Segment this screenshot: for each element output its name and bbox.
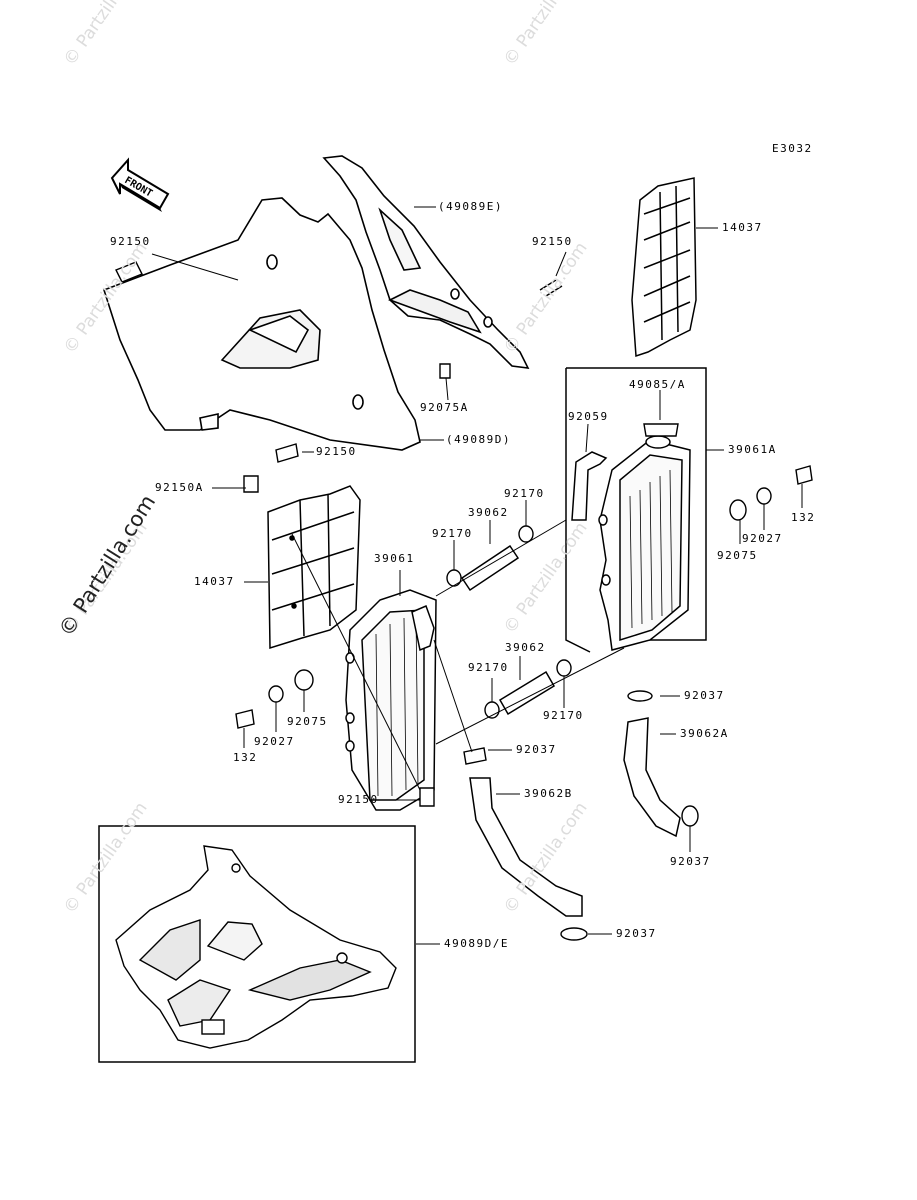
hose-92059 <box>571 451 608 521</box>
callout-132: 132 <box>791 511 816 524</box>
callout-92150: 92150 <box>532 235 573 248</box>
callout-14037: 14037 <box>194 575 235 588</box>
callout-92037: 92037 <box>670 855 711 868</box>
hose-39062-upper <box>460 544 520 592</box>
shroud-left-49089d <box>103 197 421 451</box>
callout-92150: 92150 <box>110 235 151 248</box>
callout-39062: 39062 <box>468 506 509 519</box>
callout-49089de: 49089D/E <box>444 937 509 950</box>
callout-14037: 14037 <box>722 221 763 234</box>
diagram-code: E3032 <box>772 142 813 155</box>
shroud-assembly-49089de <box>115 845 397 1049</box>
callout-92037: 92037 <box>684 689 725 702</box>
callout-132: 132 <box>233 751 258 764</box>
radiator-guard-left-14037 <box>267 485 361 650</box>
radiator-right-39061a <box>565 367 707 653</box>
radiator-left-39061 <box>345 589 437 811</box>
hose-39062a <box>623 717 681 838</box>
callout-92075: 92075 <box>717 549 758 562</box>
callout-39062b: 39062B <box>524 787 573 800</box>
callout-92150a: 92150A <box>155 481 204 494</box>
callout-92170: 92170 <box>504 487 545 500</box>
callout-92037: 92037 <box>616 927 657 940</box>
callout-92059: 92059 <box>568 410 609 423</box>
callout-49085a: 49085/A <box>629 378 686 391</box>
callout-92075: 92075 <box>287 715 328 728</box>
callout-92170: 92170 <box>468 661 509 674</box>
front-arrow-icon <box>110 157 170 212</box>
callout-92075a: 92075A <box>420 401 469 414</box>
callout-92150: 92150 <box>316 445 357 458</box>
clamp-92037-icon <box>463 690 699 941</box>
callout-49089d: (49089D) <box>446 433 511 446</box>
callout-39062: 39062 <box>505 641 546 654</box>
callout-92027: 92027 <box>254 735 295 748</box>
callout-39061a: 39061A <box>728 443 777 456</box>
inset-box <box>98 825 416 1063</box>
radiator-cap-49085a-icon <box>643 423 679 437</box>
callout-92037: 92037 <box>516 743 557 756</box>
callout-92170: 92170 <box>543 709 584 722</box>
callout-92027: 92027 <box>742 532 783 545</box>
callout-49089e: (49089E) <box>438 200 503 213</box>
hose-39062-lower <box>498 670 556 716</box>
leader-lines <box>151 206 803 945</box>
radiator-guard-right-14037 <box>631 177 697 358</box>
callout-39062a: 39062A <box>680 727 729 740</box>
hose-39062b <box>469 777 583 917</box>
callout-92150: 92150 <box>338 793 379 806</box>
shroud-right-49089e <box>322 155 530 369</box>
callout-92170: 92170 <box>432 527 473 540</box>
callout-39061: 39061 <box>374 552 415 565</box>
